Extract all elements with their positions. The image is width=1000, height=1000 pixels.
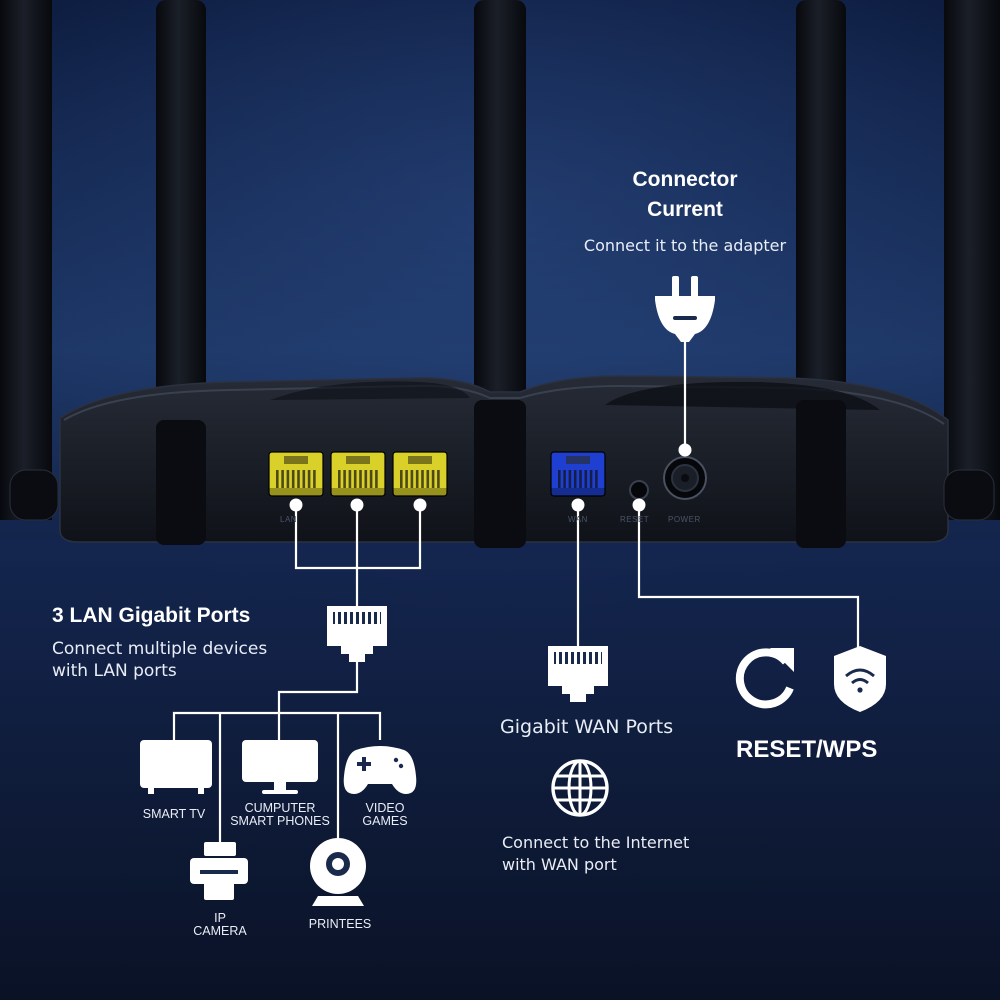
- antenna: [944, 0, 1000, 520]
- device-label-printees: PRINTEES: [290, 918, 390, 931]
- ethernet-port-icon: [548, 646, 608, 702]
- antenna-base: [156, 420, 206, 545]
- wan-port: [550, 451, 606, 497]
- device-label-line: SMART PHONES: [230, 814, 330, 828]
- antenna-base: [474, 400, 526, 548]
- lan-port: [268, 451, 324, 497]
- connection-dot: [632, 498, 646, 512]
- connector-title-line1: Connector: [632, 168, 738, 191]
- device-label-line: IP: [214, 911, 226, 925]
- device-tree-line: [277, 660, 359, 713]
- wifi-shield-icon: [834, 646, 886, 712]
- webcam-icon: [310, 838, 366, 906]
- router-label-wan: WAN: [568, 515, 588, 524]
- connection-dot: [571, 498, 585, 512]
- router-ports: [268, 451, 707, 500]
- connection-dots: [289, 443, 692, 512]
- device-label-video-games: VIDEO GAMES: [340, 802, 430, 828]
- connector-description: Connect it to the adapter: [583, 236, 787, 255]
- connection-dot: [289, 498, 303, 512]
- router-label-power: POWER: [668, 515, 701, 524]
- reset-button: [629, 480, 649, 500]
- router-label-reset: RESET: [620, 515, 650, 524]
- router-body: [9, 375, 995, 548]
- power-jack: [663, 456, 707, 500]
- device-label-line: VIDEO: [365, 801, 405, 815]
- device-label-smart-tv: SMART TV: [124, 808, 224, 821]
- monitor-icon: [242, 740, 318, 794]
- device-label-line: PRINTEES: [308, 917, 372, 931]
- device-label-computer: CUMPUTER SMART PHONES: [220, 802, 340, 828]
- device-label-line: CAMERA: [193, 924, 247, 938]
- reset-line: [637, 505, 860, 648]
- lan-description-line2: with LAN ports: [52, 661, 177, 681]
- wan-description-line1: Connect to the Internet: [502, 833, 690, 852]
- globe-icon: [551, 759, 609, 817]
- lan-port: [392, 451, 448, 497]
- antenna-hinge: [943, 469, 995, 521]
- connection-dot: [413, 498, 427, 512]
- power-plug-icon: [655, 276, 715, 342]
- device-label-line: GAMES: [362, 814, 408, 828]
- antenna-hinge: [9, 469, 59, 521]
- ethernet-port-icon: [327, 606, 387, 662]
- lan-port: [330, 451, 386, 497]
- gamepad-icon: [343, 746, 417, 794]
- connector-title-line2: Current: [647, 198, 723, 221]
- refresh-icon: [735, 648, 794, 709]
- connection-lines: [172, 340, 860, 845]
- lan-title: 3 LAN Gigabit Ports: [52, 604, 251, 627]
- connection-dot: [678, 443, 692, 457]
- device-tree-line: [172, 711, 382, 740]
- device-label-line: CUMPUTER: [244, 801, 316, 815]
- connection-dot: [350, 498, 364, 512]
- device-label-ip-camera: IP CAMERA: [170, 912, 270, 938]
- wan-title: Gigabit WAN Ports: [500, 716, 674, 738]
- reset-wps-title: RESET/WPS: [736, 736, 878, 763]
- lan-description-line1: Connect multiple devices: [52, 639, 268, 659]
- wan-description-line2: with WAN port: [502, 855, 617, 874]
- antenna: [0, 0, 52, 520]
- router-label-lan: LAN: [280, 515, 298, 524]
- tv-icon: [140, 740, 212, 794]
- printer-icon: [190, 842, 248, 900]
- antenna-base: [796, 400, 846, 548]
- device-label-line: SMART TV: [142, 807, 206, 821]
